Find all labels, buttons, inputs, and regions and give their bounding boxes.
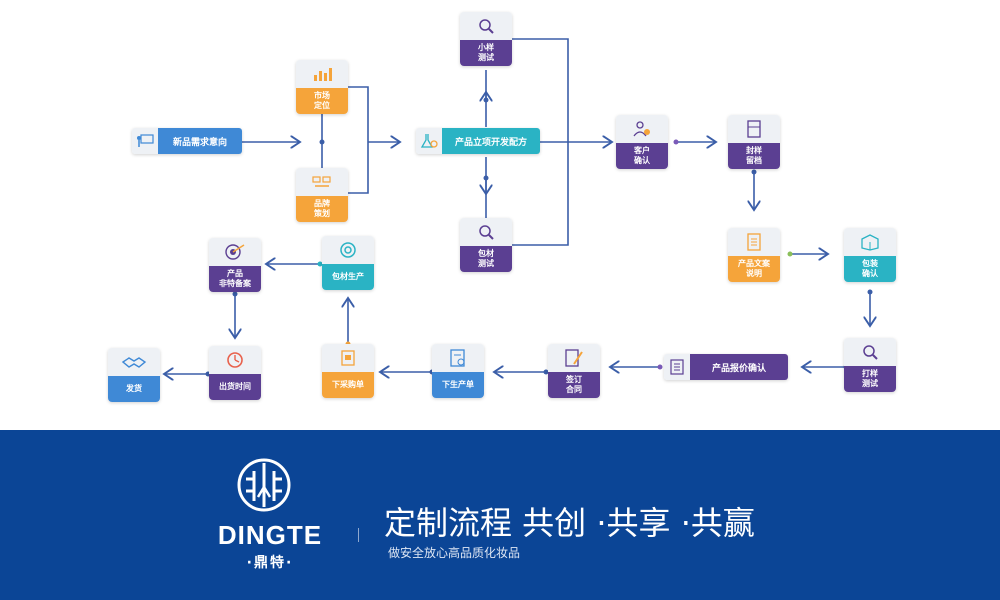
node-label: 出货时间 (209, 374, 261, 400)
connector (348, 86, 369, 194)
node-brand-plan: 品牌 策划 (296, 168, 348, 222)
node-delivery-time: 出货时间 (209, 346, 261, 400)
node-label: 品牌 策划 (296, 196, 348, 222)
node-quote-confirm: 产品报价确认 (664, 354, 788, 380)
node-label: 包装 确认 (844, 256, 896, 282)
node-special-filing: 产品 非特备案 (209, 238, 261, 292)
node-label: 产品立项开发配方 (442, 128, 540, 154)
connector-dot (787, 251, 793, 257)
node-label: 签订 合同 (548, 372, 600, 398)
node-shipping: 发货 (108, 348, 160, 402)
node-new-request: 新品需求意向 (132, 128, 242, 154)
connector-dot (543, 369, 549, 375)
node-label: 市场 定位 (296, 88, 348, 114)
form-icon (432, 344, 484, 372)
node-label: 新品需求意向 (158, 128, 242, 154)
node-label: 产品 非特备案 (209, 266, 261, 292)
connector-dot (657, 364, 663, 370)
flow-connectors (0, 38, 1000, 430)
node-label: 打样 测试 (844, 366, 896, 392)
node-material-test: 包材 测试 (460, 218, 512, 272)
node-label: 发货 (108, 376, 160, 402)
connector-dot (751, 169, 757, 175)
node-market-position: 市场 定位 (296, 60, 348, 114)
user-check-icon (616, 115, 668, 143)
node-label: 客户 确认 (616, 143, 668, 169)
connector-dot (867, 289, 873, 295)
sub-slogan: 做安全放心高品质化妆品 (388, 546, 521, 560)
brand-name: DINGTE (217, 520, 323, 550)
archive-icon (728, 115, 780, 143)
node-label: 下采购单 (322, 372, 374, 398)
process-flow-diagram: 新品需求意向 产品立项开发配方 产品报价确认 市场 定位 品牌 策划 小样 测试 (0, 12, 1000, 430)
brand-icon (296, 168, 348, 196)
bullseye-icon (209, 238, 261, 266)
magnifier-icon (844, 338, 896, 366)
dingte-logo-icon (237, 458, 291, 512)
node-packaging-confirm: 包装 确认 (844, 228, 896, 282)
node-label: 小样 测试 (460, 40, 512, 66)
node-label: 封样 留档 (728, 143, 780, 169)
node-sample-test: 小样 测试 (460, 12, 512, 66)
node-label: 产品文案 说明 (728, 256, 780, 282)
connector-dot (317, 261, 323, 267)
connector-dot (673, 139, 679, 145)
connector-dot (483, 97, 489, 103)
node-print-test: 打样 测试 (844, 338, 896, 392)
presentation-icon (132, 128, 158, 154)
document-icon (728, 228, 780, 256)
bar-chart-icon (296, 60, 348, 88)
flask-icon (416, 128, 442, 154)
connector-dot (232, 291, 238, 297)
node-material-production: 包材生产 (322, 236, 374, 290)
node-product-copy: 产品文案 说明 (728, 228, 780, 282)
node-label: 产品报价确认 (690, 354, 788, 380)
footer-banner (0, 430, 1000, 600)
list-icon (664, 354, 690, 380)
connector-dot (319, 139, 325, 145)
node-label: 包材 测试 (460, 246, 512, 272)
node-label: 下生产单 (432, 372, 484, 398)
node-sign-contract: 签订 合同 (548, 344, 600, 398)
slogan: 定制流程 共创 ·共享 ·共赢 (384, 504, 755, 542)
handshake-icon (108, 348, 160, 376)
brand-name-cn: ·鼎特· (246, 555, 294, 571)
pen-document-icon (548, 344, 600, 372)
box-icon (844, 228, 896, 256)
divider (358, 528, 359, 542)
cart-icon (322, 344, 374, 372)
node-label: 包材生产 (322, 264, 374, 290)
node-production-order: 下生产单 (432, 344, 484, 398)
target-icon (322, 236, 374, 264)
connector-dot (483, 175, 489, 181)
node-project-dev: 产品立项开发配方 (416, 128, 540, 154)
node-purchase-order: 下采购单 (322, 344, 374, 398)
magnifier-icon (460, 12, 512, 40)
node-customer-confirm: 客户 确认 (616, 115, 668, 169)
magnifier-icon (460, 218, 512, 246)
clock-icon (209, 346, 261, 374)
node-seal-sample: 封样 留档 (728, 115, 780, 169)
